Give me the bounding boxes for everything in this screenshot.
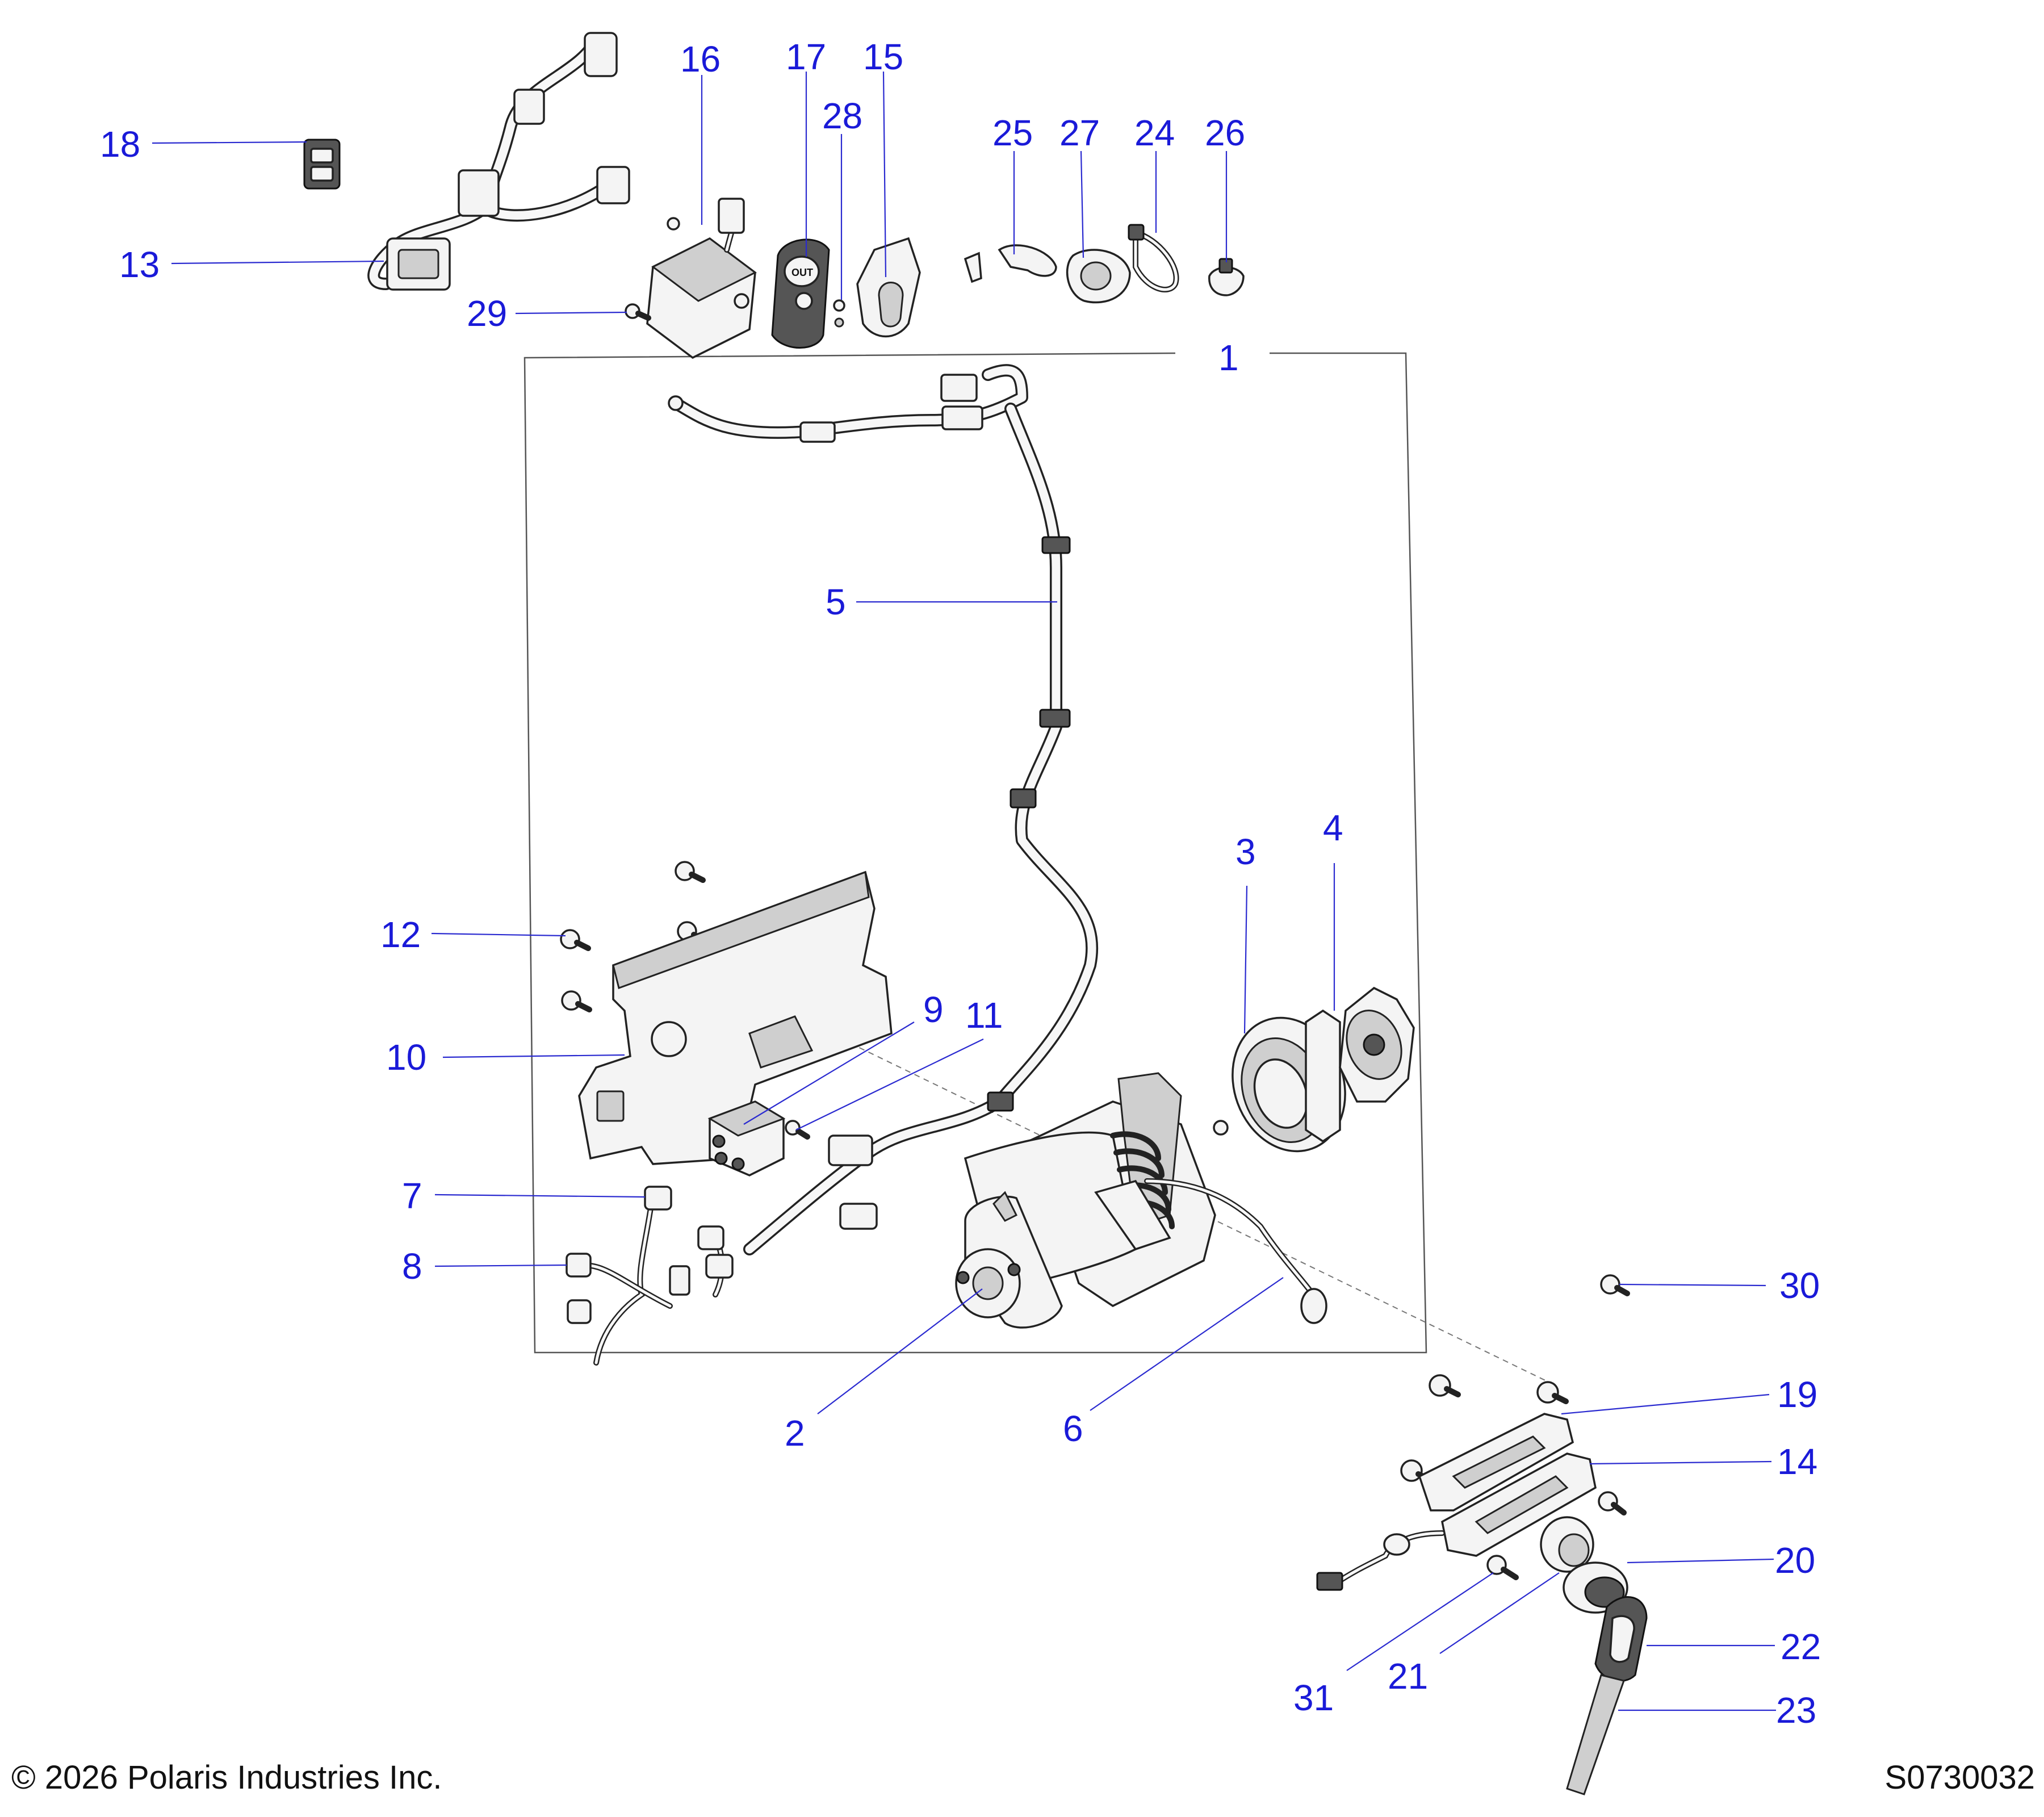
callout-25: 25 bbox=[992, 112, 1033, 153]
callout-28: 28 bbox=[822, 95, 862, 136]
callout-10: 10 bbox=[386, 1037, 426, 1078]
leader-lines bbox=[152, 71, 1776, 1711]
part-16-control-module bbox=[646, 198, 757, 359]
part-25-clip bbox=[964, 244, 1057, 283]
callout-17: 17 bbox=[786, 36, 826, 77]
callout-labels: 1 2 3 4 5 6 7 8 9 10 11 12 13 14 15 16 1… bbox=[100, 36, 1821, 1731]
part-2-winch-assembly bbox=[955, 1072, 1229, 1329]
callout-22: 22 bbox=[1781, 1626, 1821, 1667]
part-5-main-harness bbox=[668, 364, 1099, 1255]
part-11-screw bbox=[785, 1120, 810, 1140]
part-3-gear-housing bbox=[1232, 1009, 1346, 1153]
callout-1: 1 bbox=[1218, 337, 1239, 378]
callout-2: 2 bbox=[785, 1413, 805, 1454]
callout-12: 12 bbox=[380, 914, 421, 955]
part-19-backing-plate bbox=[1418, 1413, 1574, 1512]
part-21-stopper bbox=[1540, 1516, 1594, 1573]
part-31-bolt bbox=[1486, 1555, 1519, 1580]
part-14-fairlead bbox=[1316, 1452, 1627, 1591]
callout-13: 13 bbox=[119, 244, 160, 285]
part-10-mounting-plate bbox=[578, 870, 893, 1165]
part-27-cable-clamp bbox=[1066, 249, 1131, 304]
part-4-end-cap bbox=[1339, 986, 1415, 1103]
part-20-stopper-cap bbox=[1563, 1561, 1628, 1614]
callout-29: 29 bbox=[467, 293, 507, 334]
part-6-winch-cable bbox=[1144, 1178, 1327, 1324]
part-9-contactor bbox=[707, 1100, 786, 1177]
callout-3: 3 bbox=[1235, 831, 1256, 872]
callout-7: 7 bbox=[402, 1175, 422, 1216]
part-29-screw bbox=[625, 303, 651, 321]
part-17-wireless-remote: OUT bbox=[771, 238, 830, 349]
callout-4: 4 bbox=[1323, 807, 1343, 848]
remote-out-label: OUT bbox=[791, 267, 813, 278]
callout-21: 21 bbox=[1388, 1656, 1428, 1697]
callout-18: 18 bbox=[100, 124, 140, 165]
callout-30: 30 bbox=[1779, 1265, 1820, 1306]
callout-23: 23 bbox=[1776, 1690, 1816, 1731]
callout-6: 6 bbox=[1063, 1408, 1083, 1449]
part-15-remote-holder bbox=[856, 237, 921, 338]
part-13-switch-harness bbox=[367, 32, 630, 291]
part-28-washer bbox=[833, 299, 845, 328]
callout-9: 9 bbox=[923, 989, 944, 1030]
part-24-cable-tie bbox=[1128, 224, 1179, 292]
callout-16: 16 bbox=[680, 39, 721, 79]
callout-24: 24 bbox=[1134, 112, 1175, 153]
callout-15: 15 bbox=[863, 36, 903, 77]
callout-26: 26 bbox=[1205, 112, 1245, 153]
callout-5: 5 bbox=[826, 581, 846, 622]
diagram-number: S0730032 bbox=[1885, 1759, 2035, 1796]
part-19-bolts bbox=[1400, 1374, 1569, 1483]
part-22-winch-hook bbox=[1594, 1596, 1648, 1682]
assembly-1-outline bbox=[523, 352, 1427, 1354]
callout-14: 14 bbox=[1777, 1441, 1817, 1482]
part-7-8-battery-cables bbox=[566, 1186, 734, 1366]
copyright-text: © 2026 Polaris Industries Inc. bbox=[11, 1759, 442, 1796]
callout-11: 11 bbox=[965, 995, 1003, 1036]
callout-27: 27 bbox=[1059, 112, 1100, 153]
callout-20: 20 bbox=[1775, 1540, 1815, 1581]
callout-19: 19 bbox=[1777, 1374, 1817, 1415]
part-23-hook-strap bbox=[1566, 1674, 1625, 1795]
callout-31: 31 bbox=[1293, 1677, 1334, 1718]
callout-8: 8 bbox=[402, 1246, 422, 1287]
part-26-clip bbox=[1208, 258, 1245, 296]
part-18-rocker-switch bbox=[303, 139, 341, 190]
